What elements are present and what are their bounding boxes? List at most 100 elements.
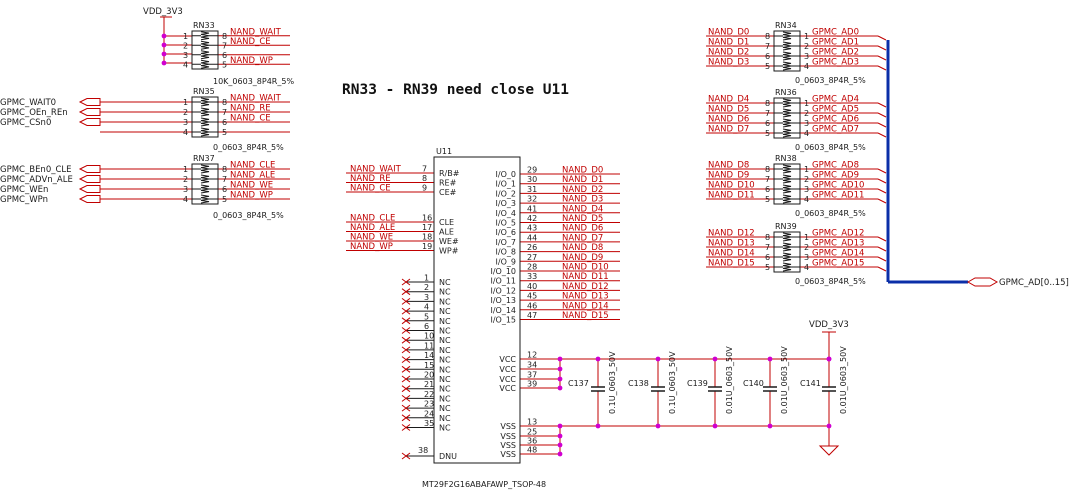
pin-number: 3 — [183, 118, 188, 127]
resistor-network-ref: RN33 — [193, 21, 215, 30]
resistor-network-value: 0_0603_8P4R_5% — [795, 277, 866, 286]
resistor-zigzag — [200, 184, 210, 194]
bus-entry — [877, 45, 887, 51]
no-connect-mark — [401, 414, 411, 422]
net-label: NAND_D0 — [562, 166, 603, 176]
net-label: NAND_D2 — [708, 48, 749, 58]
ic-pin-number: 21 — [424, 380, 434, 389]
junction-dot — [557, 356, 563, 362]
ic-pin-name: NC — [439, 278, 451, 287]
resistor-network-ref: RN38 — [775, 154, 797, 163]
capacitor-value: 0.01U_0603_50V — [780, 346, 789, 414]
net-label: NAND_D3 — [708, 58, 749, 68]
bus-entry — [877, 55, 887, 61]
resistor-zigzag — [200, 40, 210, 50]
pin-number: 4 — [183, 60, 188, 69]
pin-number: 5 — [222, 128, 227, 137]
pin-number: 8 — [765, 32, 770, 41]
no-connect-mark — [401, 395, 411, 402]
capacitor-ref: C139 — [687, 379, 708, 388]
bus-entry — [877, 112, 887, 118]
ic-pin-number: 42 — [527, 214, 537, 223]
ic-pin-name: NC — [439, 307, 451, 316]
ic-pin-name: I/O_4 — [496, 209, 516, 218]
resistor-zigzag — [200, 97, 210, 107]
ic-pin-number: 29 — [527, 166, 537, 175]
ic-pin-number: 12 — [527, 351, 537, 360]
capacitor-value: 0.1U_0603_50V — [668, 351, 677, 414]
ic-pin-name: I/O_2 — [496, 189, 516, 198]
ic-pin-number: 4 — [424, 303, 429, 312]
net-label: NAND_D11 — [708, 191, 755, 201]
net-label: NAND_D13 — [562, 292, 609, 302]
ic-pin-number: 14 — [424, 351, 434, 360]
resistor-network-value: 0_0603_8P4R_5% — [213, 143, 284, 152]
net-label: NAND_ALE — [350, 223, 395, 233]
resistor-zigzag — [782, 242, 792, 252]
resistor-zigzag — [782, 98, 792, 108]
ic-pin-number: 16 — [422, 214, 432, 223]
junction-dot — [767, 356, 773, 362]
pin-number: 5 — [765, 129, 770, 138]
ic-pin-name: VSS — [500, 432, 516, 441]
pin-number: 4 — [183, 128, 188, 137]
ic-pin-name: NC — [439, 297, 451, 306]
bus-entry — [877, 198, 887, 204]
no-connect-mark — [401, 298, 411, 305]
net-label: NAND_CLE — [350, 214, 395, 224]
pin-number: 3 — [183, 51, 188, 60]
ic-pin-name: VSS — [500, 441, 516, 450]
junction-dot — [557, 442, 563, 448]
pin-number: 5 — [222, 195, 227, 204]
net-label: NAND_WP — [230, 191, 273, 201]
resistor-network-ref: RN37 — [193, 154, 215, 163]
net-label: NAND_WP — [350, 242, 393, 252]
ic-pin-number: 11 — [424, 341, 434, 350]
ic-pin-number: 34 — [527, 361, 537, 370]
pin-number: 6 — [765, 52, 770, 61]
pin-number: 7 — [222, 41, 227, 50]
net-label: GPMC_AD5 — [812, 105, 859, 115]
junction-dot — [712, 356, 718, 362]
resistor-zigzag — [200, 164, 210, 174]
pin-number: 1 — [804, 233, 809, 242]
junction-dot — [557, 366, 563, 372]
pin-number: 2 — [183, 108, 188, 117]
ic-pin-name: I/O_0 — [496, 170, 516, 179]
net-label: NAND_D15 — [562, 311, 609, 321]
net-label: NAND_CE — [230, 37, 271, 47]
resistor-network-ref: RN35 — [193, 87, 215, 96]
pin-number: 4 — [804, 263, 809, 272]
ic-pin-name: NC — [439, 414, 451, 423]
capacitor-value: 0.1U_0603_50V — [608, 351, 617, 414]
ic-pin-name: NC — [439, 346, 451, 355]
pin-number: 1 — [804, 32, 809, 41]
ic-pin-name: NC — [439, 385, 451, 394]
bus-entry — [877, 256, 887, 262]
net-label: GPMC_AD15 — [812, 259, 864, 269]
net-label: GPMC_AD10 — [812, 181, 864, 191]
ic-pin-number: 45 — [527, 292, 537, 301]
ic-pin-number: 18 — [422, 233, 432, 242]
part-layer — [78, 30, 999, 464]
net-label: NAND_D13 — [708, 239, 755, 249]
ic-pin-name: I/O_7 — [496, 238, 516, 247]
net-label: GPMC_AD1 — [812, 38, 859, 48]
no-connect-mark — [401, 375, 411, 383]
ic-pin-number: 7 — [422, 165, 427, 174]
net-label: NAND_RE — [350, 174, 391, 184]
ic-pin-name: I/O_15 — [490, 316, 516, 325]
ic-pin-name: ALE — [439, 228, 454, 237]
net-label: NAND_D6 — [562, 224, 603, 234]
resistor-zigzag — [782, 262, 792, 272]
net-label: NAND_WAIT — [230, 27, 282, 37]
pin-number: 6 — [222, 118, 227, 127]
net-label: NAND_WP — [230, 56, 273, 66]
pin-number: 7 — [765, 175, 770, 184]
pin-number: 8 — [222, 98, 227, 107]
resistor-zigzag — [782, 41, 792, 51]
off-page-net-label: GPMC_CSn0 — [0, 118, 51, 128]
resistor-network-body — [773, 231, 801, 273]
